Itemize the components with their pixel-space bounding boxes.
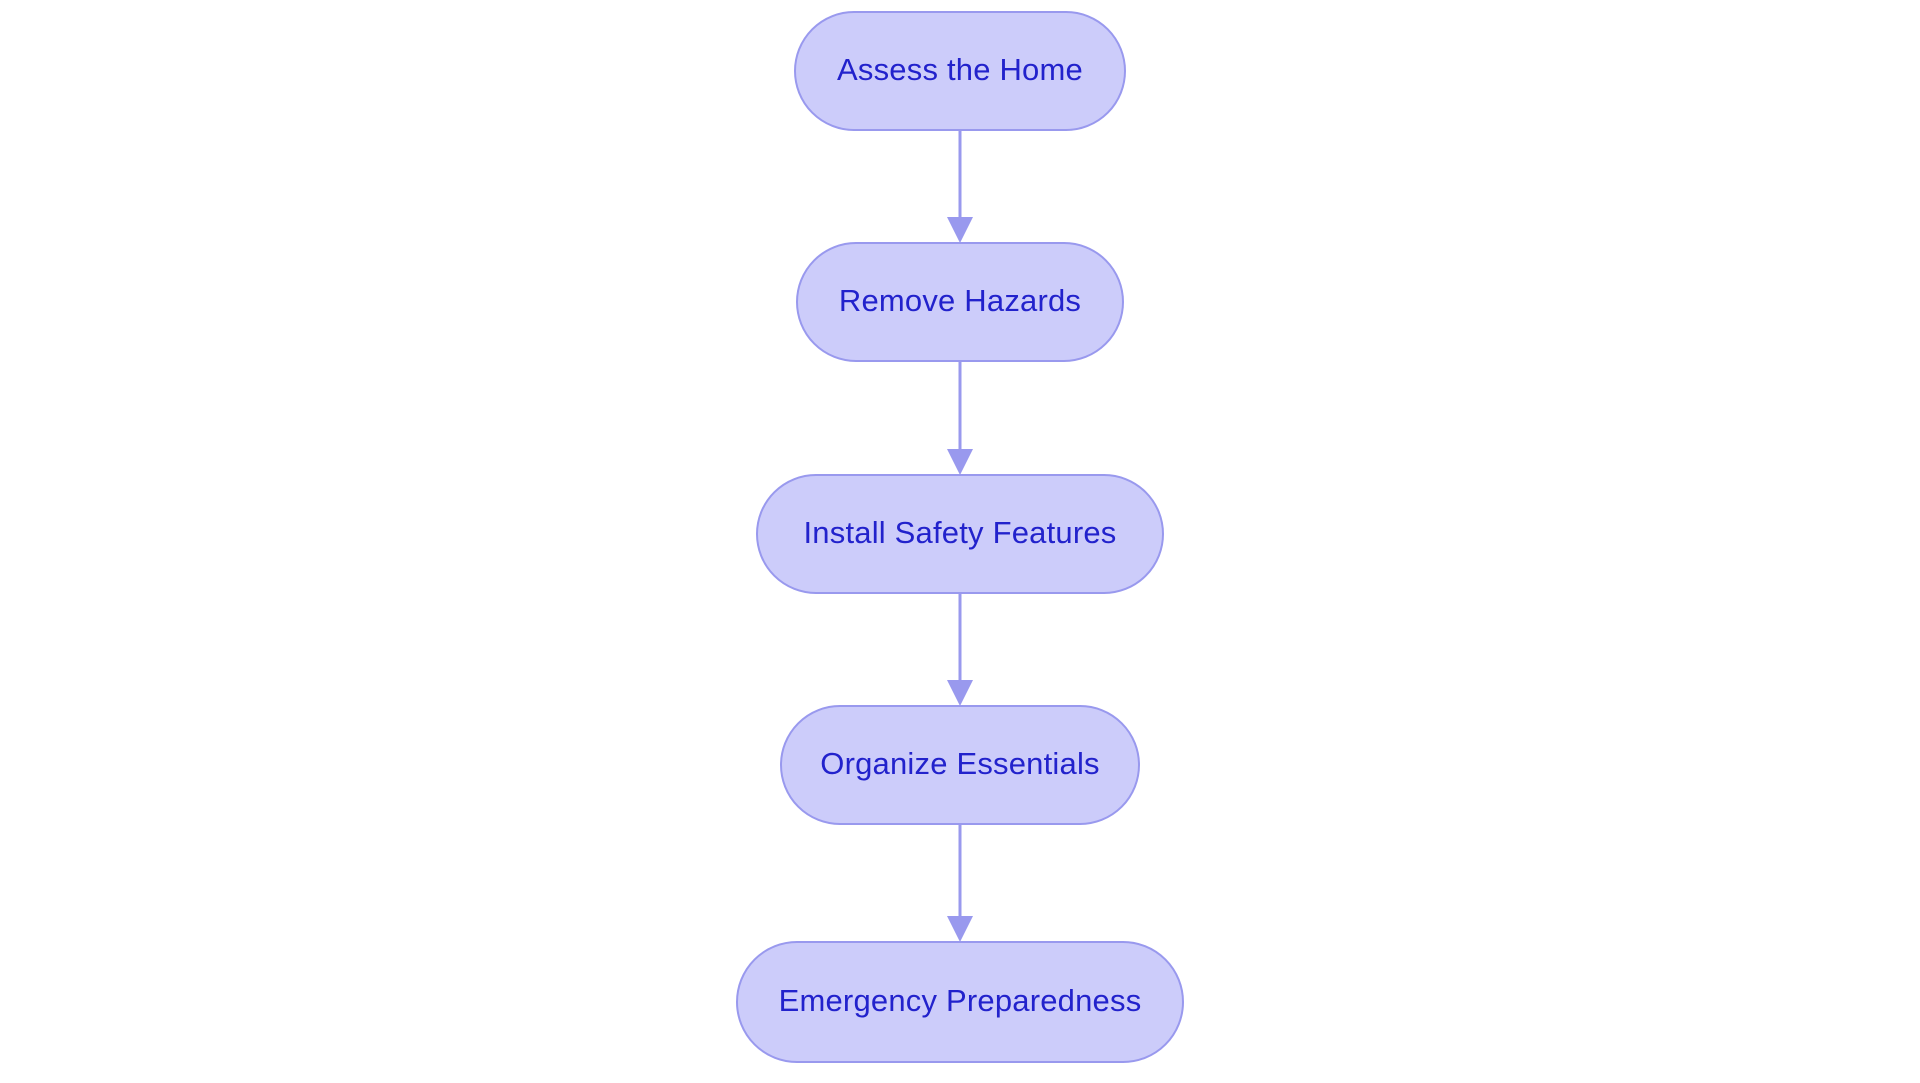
arrowhead-icon: [947, 449, 973, 475]
node-shape: [736, 941, 1184, 1063]
node-label: Install Safety Features: [803, 515, 1116, 550]
arrowhead-icon: [947, 680, 973, 706]
node-label: Assess the Home: [837, 52, 1083, 87]
flow-node-organize-essentials[interactable]: Organize Essentials: [780, 705, 1140, 825]
node-shape: [756, 474, 1164, 594]
node-label: Emergency Preparedness: [779, 983, 1142, 1018]
flow-node-install-safety-features[interactable]: Install Safety Features: [756, 474, 1164, 594]
arrowhead-icon: [947, 217, 973, 243]
flow-edge-install-safety-features-to-organize-essentials: [947, 593, 973, 706]
node-shape: [794, 11, 1126, 131]
flow-node-emergency-preparedness[interactable]: Emergency Preparedness: [736, 941, 1184, 1063]
flow-edge-assess-the-home-to-remove-hazards: [947, 130, 973, 243]
arrowhead-icon: [947, 916, 973, 942]
flow-edge-organize-essentials-to-emergency-preparedness: [947, 824, 973, 942]
node-label: Remove Hazards: [839, 283, 1081, 318]
flow-edge-remove-hazards-to-install-safety-features: [947, 361, 973, 475]
node-shape: [796, 242, 1124, 362]
flow-node-assess-the-home[interactable]: Assess the Home: [794, 11, 1126, 131]
edges-group: [947, 130, 973, 942]
node-shape: [780, 705, 1140, 825]
flow-node-remove-hazards[interactable]: Remove Hazards: [796, 242, 1124, 362]
node-label: Organize Essentials: [820, 746, 1100, 781]
